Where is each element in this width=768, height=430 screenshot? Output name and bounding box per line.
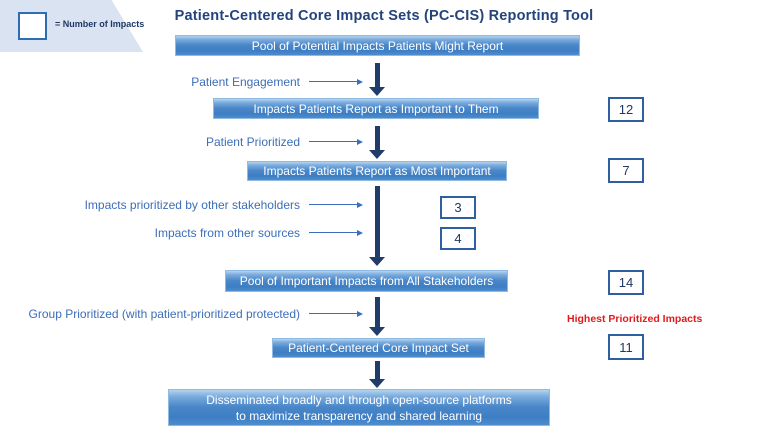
legend-label: = Number of Impacts — [55, 19, 145, 29]
right-arrow-icon — [309, 229, 363, 236]
count-box-other-sources: 4 — [440, 227, 476, 250]
flow-box-disseminated: Disseminated broadly and through open-so… — [168, 389, 550, 426]
right-arrow-icon — [309, 78, 363, 85]
down-arrow-icon — [369, 63, 385, 96]
down-arrow-icon — [369, 297, 385, 336]
flow-box-pool-all-stakeholders: Pool of Important Impacts from All Stake… — [225, 270, 508, 292]
highest-prioritized-impacts-label: Highest Prioritized Impacts — [567, 313, 703, 325]
page-title: Patient-Centered Core Impact Sets (PC-CI… — [174, 8, 594, 24]
flow-box-pool-of-potential-impacts: Pool of Potential Impacts Patients Might… — [175, 35, 580, 56]
count-box-other-stakeholders: 3 — [440, 196, 476, 219]
flow-box-core-impact-set: Patient-Centered Core Impact Set — [272, 338, 485, 358]
disseminated-line-2: to maximize transparency and shared lear… — [235, 408, 483, 423]
down-arrow-icon — [369, 126, 385, 159]
disseminated-line-1: Disseminated broadly and through open-so… — [206, 392, 512, 407]
right-arrow-icon — [309, 310, 363, 317]
flow-box-impacts-most-important: Impacts Patients Report as Most Importan… — [247, 161, 507, 181]
count-box-most-important: 7 — [608, 158, 644, 183]
legend-count-box-icon — [18, 12, 47, 40]
flow-box-impacts-important-to-them: Impacts Patients Report as Important to … — [213, 98, 539, 119]
right-arrow-icon — [309, 201, 363, 208]
right-arrow-icon — [309, 138, 363, 145]
side-label-patient-prioritized: Patient Prioritized — [205, 135, 300, 149]
side-label-impacts-other-sources: Impacts from other sources — [154, 226, 300, 240]
side-label-impacts-prioritized-other-stakeholders: Impacts prioritized by other stakeholder… — [84, 198, 300, 212]
down-arrow-icon — [369, 186, 385, 266]
count-box-important-to-them: 12 — [608, 97, 644, 122]
side-label-patient-engagement: Patient Engagement — [191, 75, 300, 89]
down-arrow-icon — [369, 361, 385, 388]
count-box-all-stakeholders: 14 — [608, 270, 644, 295]
count-box-core-impact-set: 11 — [608, 334, 644, 360]
side-label-group-prioritized: Group Prioritized (with patient-prioriti… — [28, 307, 300, 321]
